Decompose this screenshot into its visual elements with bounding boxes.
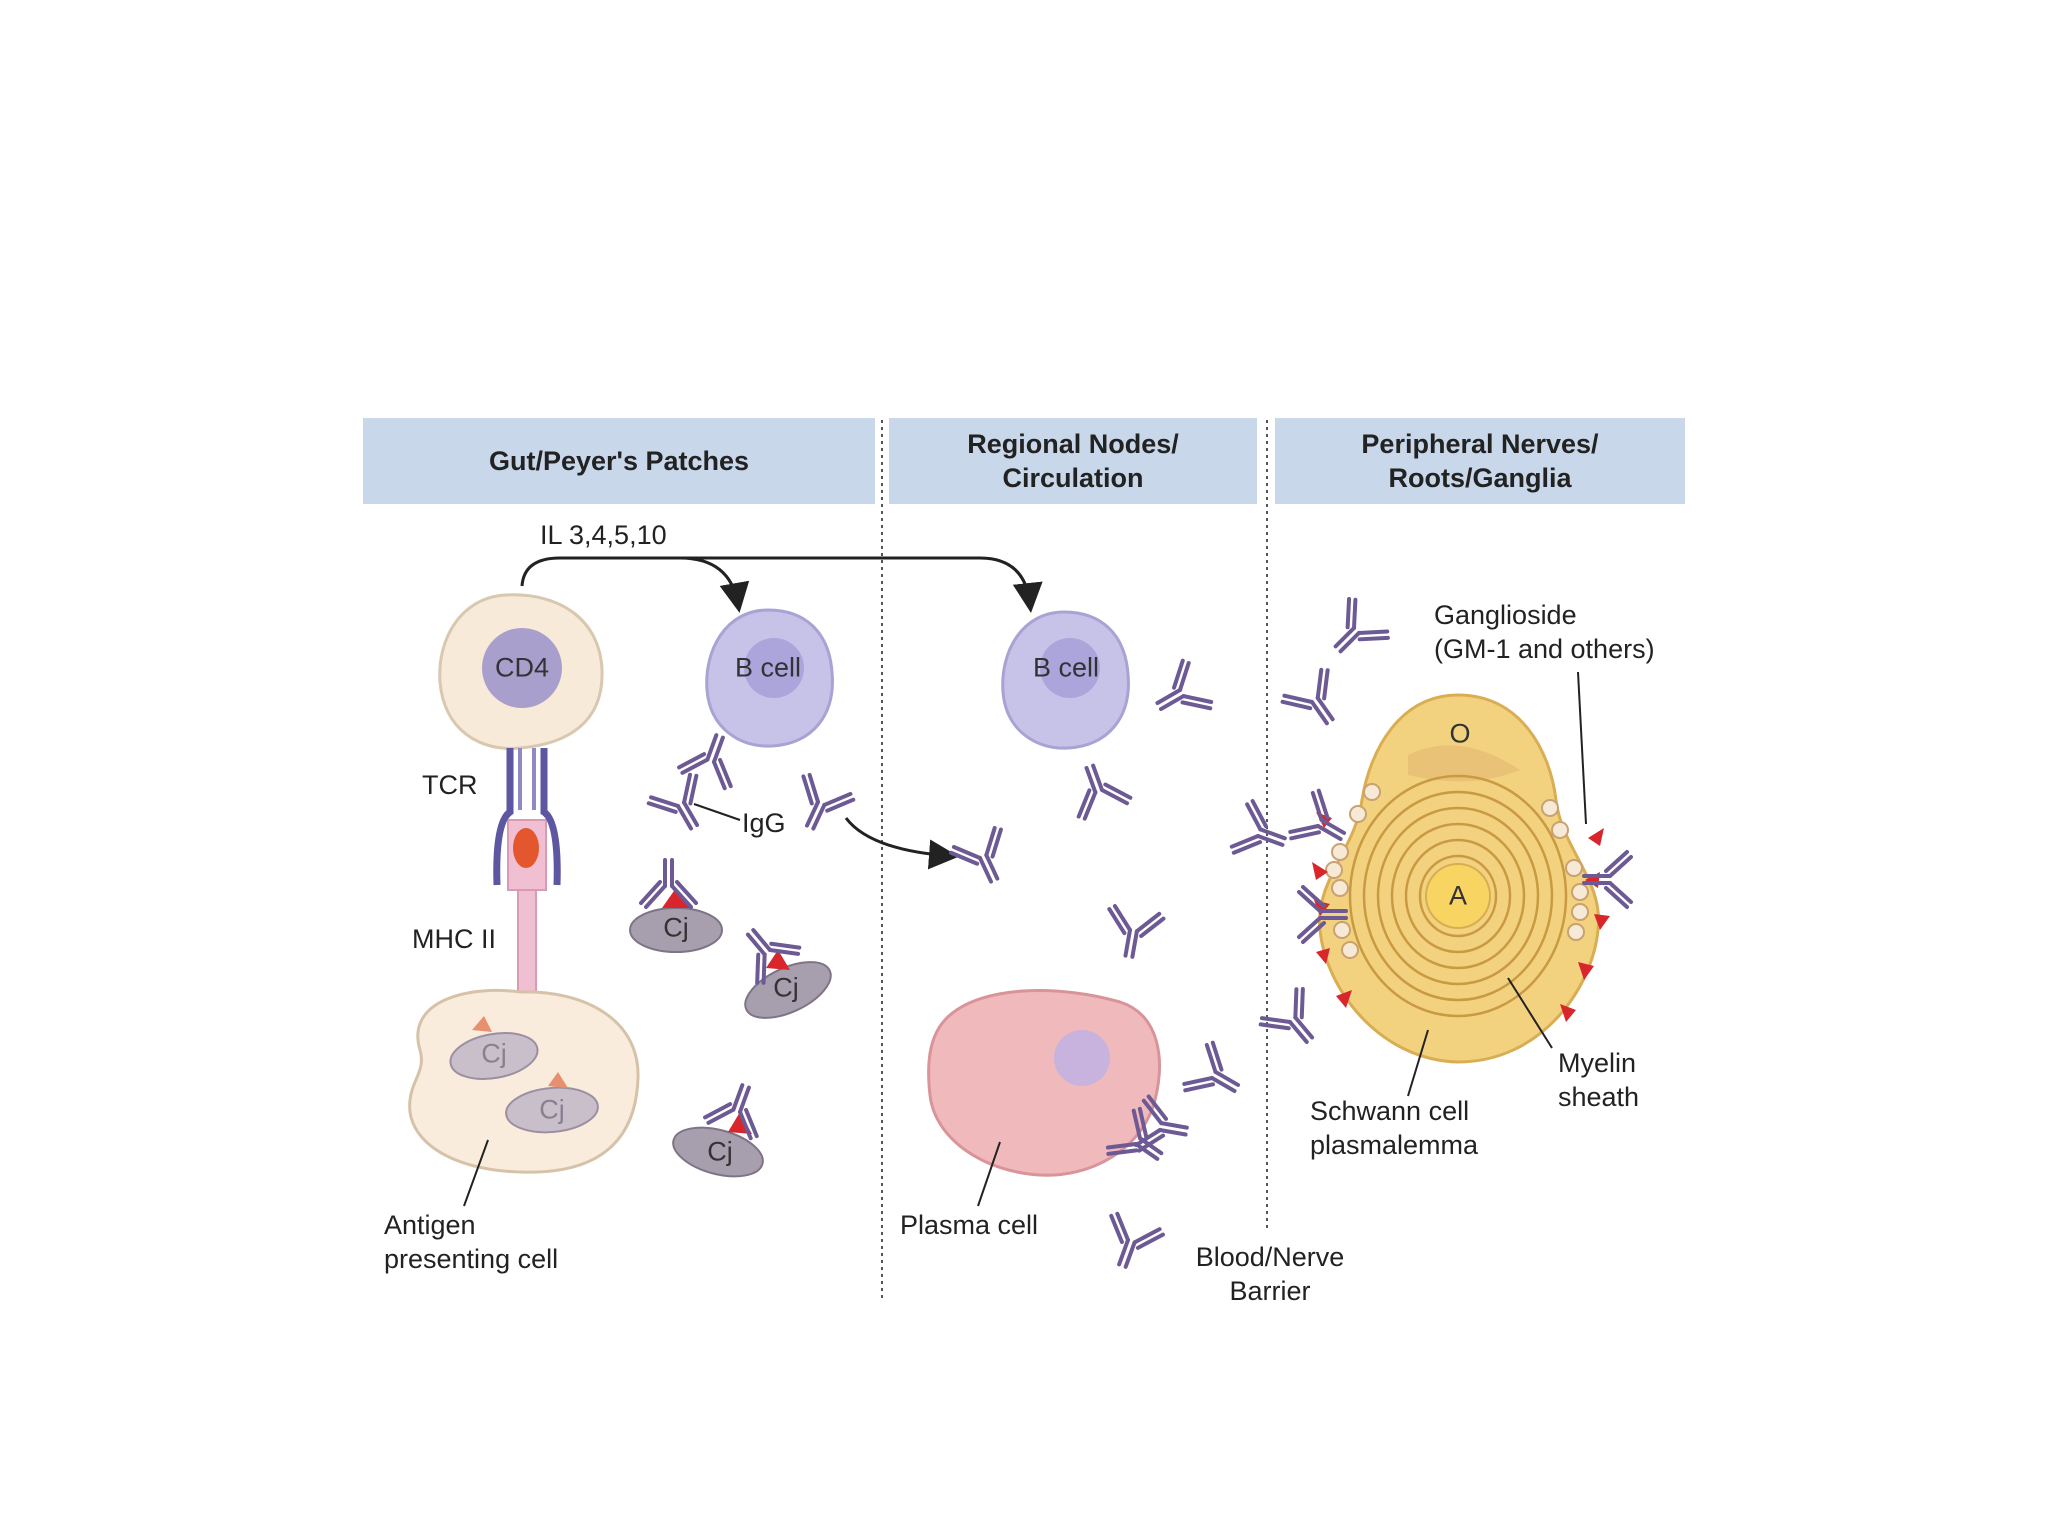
circulating-antibody-8	[1228, 797, 1296, 870]
interleukin-arrow-to-b-cell-nodes	[680, 556, 1043, 613]
apc-cj-1	[449, 1032, 539, 1080]
antibody-migration-arrow	[844, 817, 959, 870]
circulating-antibody-1	[1143, 656, 1216, 732]
header-regional-nodes: Regional Nodes/ Circulation	[889, 418, 1257, 504]
antigen-presenting-cell-label: Antigen presenting cell	[384, 1210, 559, 1274]
circulating-antibody-7	[1278, 665, 1355, 740]
apc-cj-2	[505, 1086, 599, 1134]
axon	[1425, 863, 1491, 929]
cd4-nucleus	[482, 628, 562, 708]
circulating-antibody-6	[1319, 596, 1391, 668]
b-cell-nodes-label: B cell	[1032, 652, 1100, 683]
plasma-cell-label: Plasma cell	[900, 1210, 1039, 1240]
tcr-label: TCR	[422, 770, 478, 800]
ganglioside-beads	[1325, 783, 1589, 959]
cj-label-2: Cj	[773, 972, 799, 1003]
tcr-right-chain	[540, 748, 561, 886]
igg-pointer	[693, 803, 741, 821]
oligodendrocyte-label: O	[1449, 718, 1471, 749]
igg-antibody-1	[644, 770, 720, 843]
mhc-ii-label: MHC II	[412, 924, 496, 954]
myelin-sheath-label: Myelin sheath	[1558, 1048, 1640, 1112]
cj-label-3: Cj	[707, 1136, 733, 1167]
apc-cj-label-1: Cj	[481, 1038, 507, 1069]
apc-antigen-2	[548, 1072, 568, 1088]
apc-pointer	[463, 1139, 489, 1207]
circulating-antibody-3	[1099, 903, 1167, 963]
axon-label: A	[1448, 880, 1468, 911]
schwann-cell-label: Schwann cell plasmalemma	[1310, 1096, 1479, 1160]
cj-label-1: Cj	[663, 912, 689, 943]
myelin-pointer	[1507, 977, 1553, 1049]
igg-label: IgG	[742, 808, 786, 838]
b-cell-nodes-nucleus	[1040, 638, 1100, 698]
plasma-cell-pointer	[977, 1141, 1001, 1207]
tcr-left-chain	[493, 748, 514, 886]
cj-antigen-2	[766, 950, 790, 970]
header-gut-peyers-patches: Gut/Peyer's Patches	[363, 418, 875, 504]
schwann-pointer	[1407, 1029, 1429, 1097]
myelin-lamellae	[1348, 774, 1568, 1018]
interleukin-arrow-to-b-cell-gut	[520, 556, 750, 613]
cj-bacterium-3	[672, 1126, 764, 1178]
circulating-antibody-9	[1256, 983, 1333, 1060]
circulating-antibody-5	[1094, 1210, 1167, 1278]
plasma-cell-nucleus	[1054, 1030, 1110, 1086]
apc-antigen-1	[472, 1016, 492, 1032]
antigen-presenting-cell	[408, 988, 640, 1174]
circulating-antibody-4	[1179, 1038, 1253, 1114]
cj-bacterium-2	[744, 961, 832, 1019]
b-cell-gut-nucleus	[744, 638, 804, 698]
b-cell-nodes-receptor	[1061, 755, 1134, 823]
cj-antigen-1	[662, 888, 690, 908]
ganglioside-pointer	[1577, 671, 1587, 825]
apc-cj-label-2: Cj	[539, 1094, 565, 1125]
antigen-peptide	[513, 828, 539, 868]
blood-nerve-barrier-label: Blood/Nerve Barrier	[1195, 1242, 1345, 1306]
ganglioside-label: Ganglioside (GM-1 and others)	[1434, 600, 1655, 664]
igg-antibody-2	[783, 770, 857, 841]
header-peripheral-nerves: Peripheral Nerves/ Roots/Ganglia	[1275, 418, 1685, 504]
b-cell-gut-label: B cell	[734, 652, 802, 683]
plasma-cell	[927, 989, 1161, 1177]
interleukin-label: IL 3,4,5,10	[540, 520, 667, 550]
cd4-label: CD4	[494, 652, 550, 683]
circulating-antibody-2	[947, 823, 1022, 894]
oligodendrocyte-band	[1408, 745, 1520, 782]
